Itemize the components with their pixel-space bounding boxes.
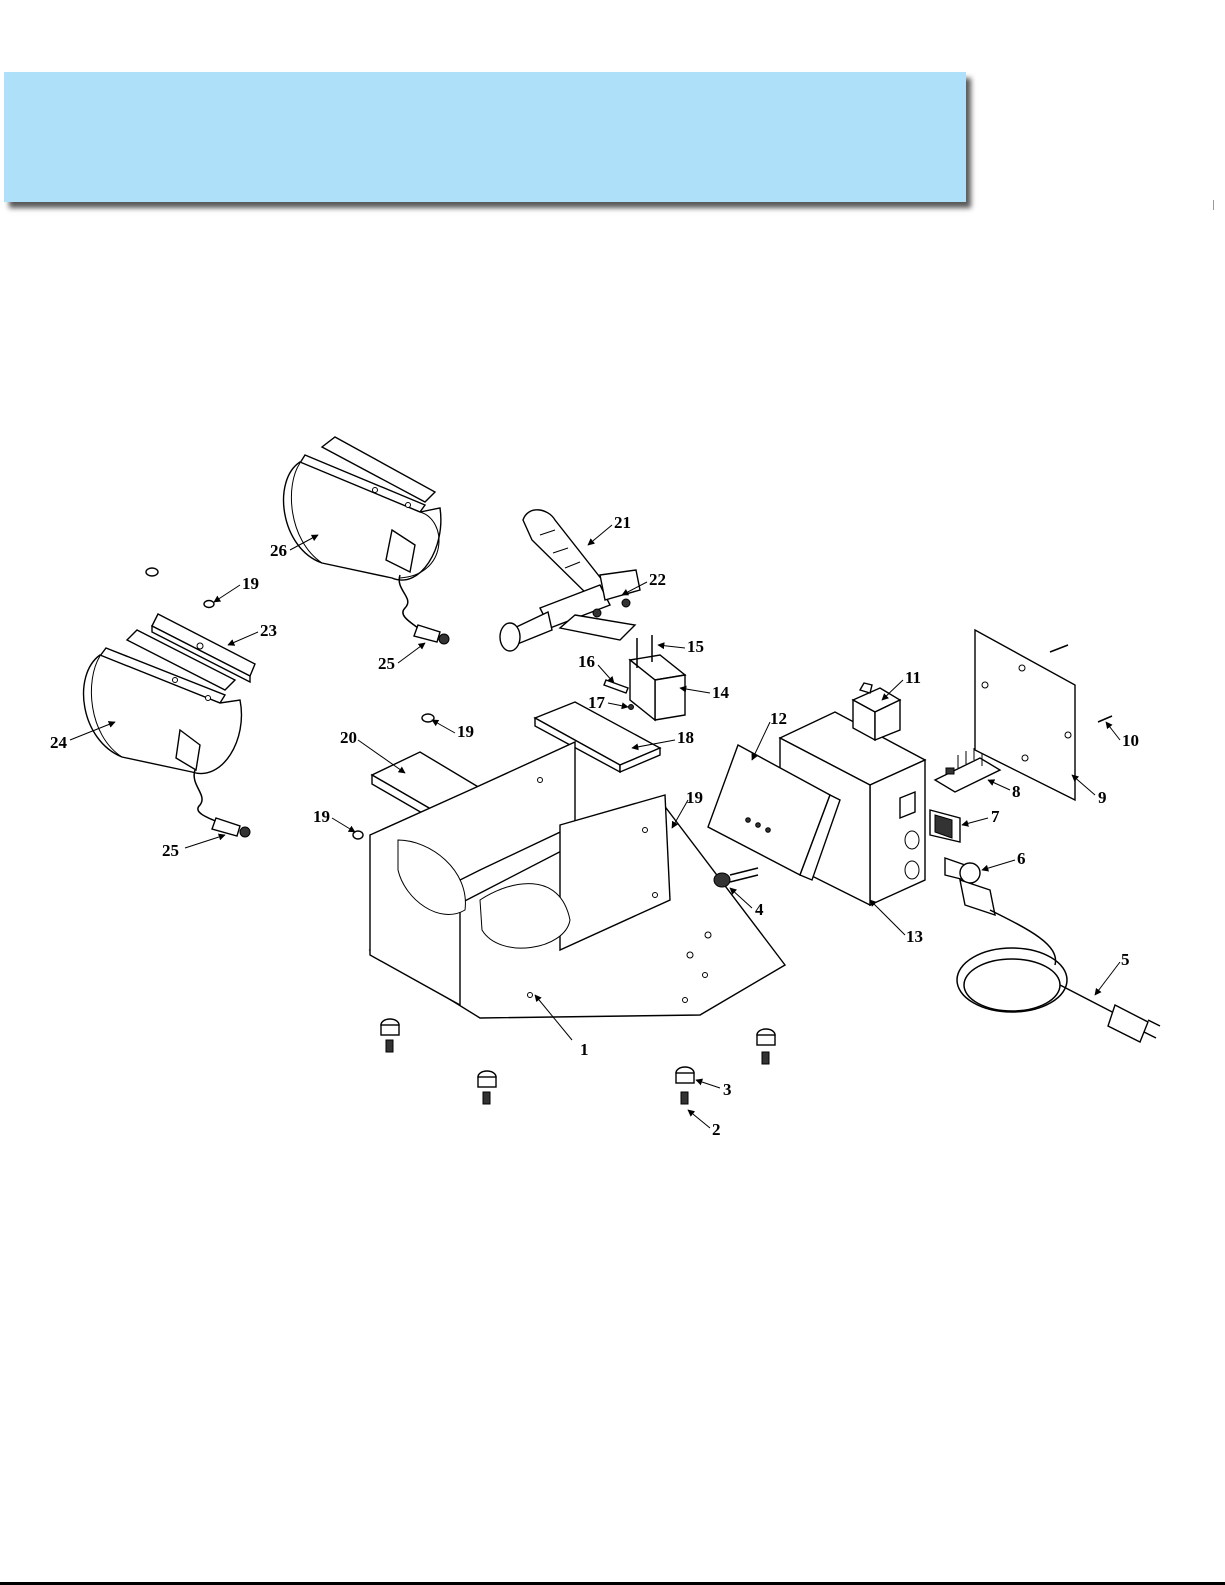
- power-cord: [957, 880, 1160, 1042]
- rocker-switch: [930, 810, 960, 842]
- callout-14: 14: [712, 683, 730, 702]
- callout-16: 16: [578, 652, 595, 671]
- transformer: [853, 683, 900, 740]
- callout-8: 8: [1012, 782, 1021, 801]
- fuse-holder: [945, 858, 980, 883]
- callout-21: 21: [614, 513, 631, 532]
- callout-11: 11: [905, 668, 921, 687]
- callout-17: 17: [588, 693, 606, 712]
- callout-25-lower: 25: [162, 841, 179, 860]
- callout-13: 13: [906, 927, 923, 946]
- callout-2: 2: [712, 1120, 721, 1139]
- callout-19-upper: 19: [242, 574, 259, 593]
- callout-23: 23: [260, 621, 277, 640]
- rubber-feet: [381, 1019, 775, 1104]
- callout-1: 1: [580, 1040, 589, 1059]
- callout-12: 12: [770, 709, 787, 728]
- callout-19-right: 19: [686, 788, 703, 807]
- connector: [714, 868, 758, 887]
- callout-25-upper: 25: [378, 654, 395, 673]
- callout-24: 24: [50, 733, 68, 752]
- callout-19-plate: 19: [457, 722, 474, 741]
- callout-20: 20: [340, 728, 357, 747]
- callout-15: 15: [687, 637, 704, 656]
- callout-18: 18: [677, 728, 694, 747]
- callout-19-left: 19: [313, 807, 330, 826]
- callout-22: 22: [649, 570, 666, 589]
- callout-7: 7: [991, 807, 1000, 826]
- callout-26: 26: [270, 541, 287, 560]
- clamp-bracket: [604, 635, 685, 720]
- callout-10: 10: [1122, 731, 1139, 750]
- callout-9: 9: [1098, 788, 1107, 807]
- callout-6: 6: [1017, 849, 1026, 868]
- callout-3: 3: [723, 1080, 732, 1099]
- callout-5: 5: [1121, 950, 1130, 969]
- callout-4: 4: [755, 900, 764, 919]
